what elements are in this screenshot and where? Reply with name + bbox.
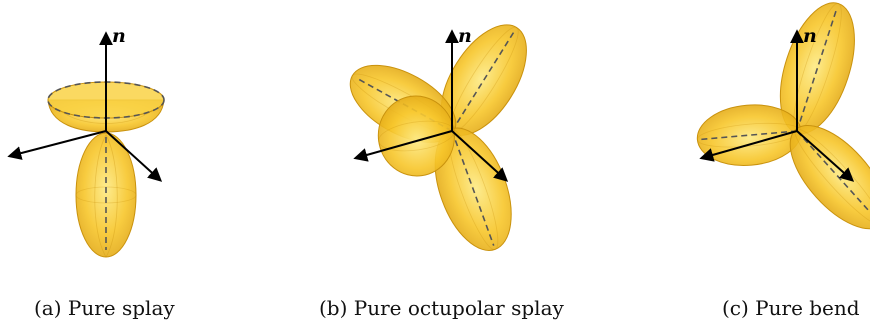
lobe-lower-right <box>789 124 870 230</box>
left-arrow <box>7 130 107 160</box>
panel-c: n <box>696 2 870 230</box>
panel-a: n <box>7 25 165 258</box>
caption-a: (a) Pure splay <box>34 296 175 320</box>
right-arrow <box>796 130 855 182</box>
right-arrow <box>105 130 163 182</box>
lobe-left <box>696 104 802 166</box>
n-axis-label: n <box>803 25 817 47</box>
n-axis-label: n <box>458 25 472 47</box>
right-arrow <box>451 130 509 182</box>
lower-lobe <box>75 132 137 258</box>
panel-b: n <box>349 24 527 251</box>
caption-c: (c) Pure bend <box>722 296 860 320</box>
left-arrow <box>699 130 798 162</box>
lobe-front-left <box>377 95 455 177</box>
n-axis-label: n <box>112 25 126 47</box>
left-arrow <box>353 130 453 162</box>
caption-b: (b) Pure octupolar splay <box>319 296 564 320</box>
